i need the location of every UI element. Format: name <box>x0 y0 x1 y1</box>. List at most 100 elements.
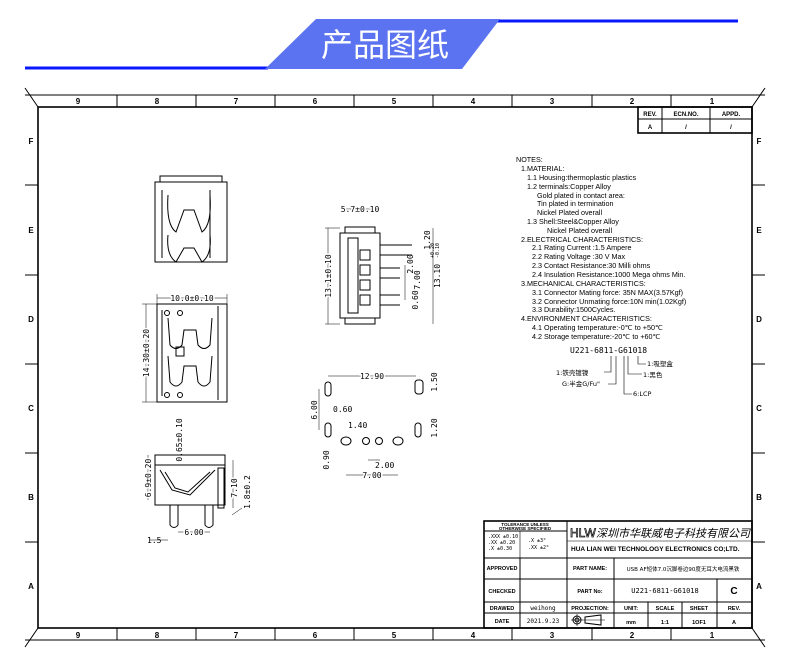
notes-line: Nickel Plated overall <box>537 208 603 217</box>
row-label: E <box>756 226 762 235</box>
notes-line: 4.2 Storage temperature:-20℃ to +60℃ <box>532 332 661 341</box>
legend-item: 1:铁壳镀镍 <box>556 368 589 377</box>
part-no-value: U221-6811-G61018 <box>631 587 698 595</box>
notes-line: 2.3 Contact Resistance:30 Milli ohms <box>532 261 651 270</box>
side-view: 6.9±0.20 0.65±0.10 7.10 1.8±0.2 6.00 1.5 <box>143 418 253 545</box>
notes-line: 3.MECHANICAL CHARACTERISTICS: <box>521 279 646 288</box>
front-view: 5.7±0.10 13.1±0.10 1.20 2.00 7.00 0.60 1… <box>323 204 442 325</box>
angle-tolerance: .X ±3° <box>528 538 546 544</box>
legend-item: 1:吸塑盒 <box>647 359 673 368</box>
dim-width: 10.0±0.10 <box>170 294 214 303</box>
top-view-upper <box>154 175 228 263</box>
notes-line: 4.ENVIRONMENT CHARACTERISTICS: <box>521 314 652 323</box>
drawed-label: DRAWED <box>490 606 514 612</box>
notes-line: 1.2 terminals:Copper Alloy <box>527 182 611 191</box>
angle-tolerance: .XX ±2° <box>528 545 549 551</box>
notes-line: 2.1 Rating Current :1.5 Ampere <box>532 243 631 252</box>
approved-label: APPROVED <box>487 566 518 572</box>
legend-item: G:半金G/Fu" <box>562 379 600 388</box>
column-label: 1 <box>710 631 715 640</box>
column-label: 3 <box>550 631 555 640</box>
revision-table: REV. ECN.NO. APPD. A / / <box>637 106 753 134</box>
notes-line: 2.4 Insulation Resistance:1000 Mega ohms… <box>532 270 685 279</box>
row-label: D <box>756 315 762 324</box>
scale-value: 1:1 <box>661 620 669 626</box>
part-name-label: PART NAME: <box>573 566 607 572</box>
dim-length: 14.30±0.20 <box>142 329 151 377</box>
dim-overall-height: 13.10 <box>433 264 442 288</box>
page-title: 产品图纸 <box>321 26 449 64</box>
dim-offset: 1.8±0.2 <box>243 475 252 509</box>
drawed-by: weihong <box>530 605 556 612</box>
column-label: 1 <box>710 97 715 106</box>
legend-item: 1:黑色 <box>643 370 663 379</box>
row-label: A <box>756 582 762 591</box>
header-banner <box>265 19 500 69</box>
tolerance-title: OTHERWISE SPECIFIED <box>499 526 552 531</box>
dim-footprint-span: 12.90 <box>360 372 384 381</box>
tolerance-title: TOLERANCE UNLESS <box>501 522 548 527</box>
row-label: B <box>28 493 34 502</box>
date-label: DATE <box>495 619 510 625</box>
row-label: D <box>28 315 34 324</box>
dim-pin-pitch: 6.00 <box>184 528 203 537</box>
row-label: A <box>28 582 34 591</box>
dim-tab-length: 1.50 <box>430 372 439 391</box>
notes-line: 2.2 Rating Voltage :30 V Max <box>532 252 626 261</box>
part-name-value: USB AF短体7.0沉脚卷边90度无耳大电流黑铁 <box>627 565 740 573</box>
top-view: 10.0±0.10 14.30±0.20 <box>141 293 228 403</box>
dim-front-height: 13.1±0.10 <box>324 254 333 298</box>
unit-label: UNIT: <box>624 606 638 612</box>
row-label: C <box>28 404 34 413</box>
dim-pad-length: 1.40 <box>348 421 367 430</box>
ecn-value: / <box>685 125 687 131</box>
column-label: 9 <box>76 97 81 106</box>
column-label: 6 <box>313 97 318 106</box>
projection-label: PROJECTION: <box>571 606 609 612</box>
notes-line: 3.3 Durability:1500Cycles. <box>532 305 616 314</box>
page-header: 产品图纸 <box>25 19 738 70</box>
part-revision: C <box>730 586 737 597</box>
column-label: 3 <box>550 97 555 106</box>
column-label: 8 <box>155 631 160 640</box>
column-label: 5 <box>392 631 397 640</box>
rev-value: A <box>648 125 653 131</box>
scale-label: SCALE <box>656 606 675 612</box>
row-label: F <box>29 137 34 146</box>
dim-height: 6.9±0.20 <box>144 459 153 498</box>
notes-block: NOTES: 1.MATERIAL: 1.1 Housing:thermopla… <box>516 155 686 341</box>
row-label: E <box>28 226 34 235</box>
sheet-value: 1OF1 <box>692 620 706 626</box>
dim-pin-spacing: 2.00 <box>406 254 415 273</box>
dim-tol-minus: -0.10 <box>435 243 441 258</box>
column-label: 5 <box>392 97 397 106</box>
ecn-header: ECN.NO. <box>673 112 698 118</box>
checked-label: CHECKED <box>488 589 515 595</box>
dim-pad-pitch: 2.00 <box>375 461 394 470</box>
dim-body: 7.10 <box>230 478 239 497</box>
dim-pin: 1.5 <box>147 536 162 545</box>
column-label: 4 <box>471 97 476 106</box>
notes-line: 3.2 Connector Unmating force:10N min(1.0… <box>532 297 686 306</box>
notes-line: Tin plated in termination <box>537 199 613 208</box>
unit-value: mm <box>626 620 636 626</box>
tolerance-value: .XXX ±0.10 <box>488 534 518 540</box>
sheet-label: SHEET <box>690 606 709 612</box>
rev-label: REV. <box>728 606 741 612</box>
title-block: TOLERANCE UNLESS OTHERWISE SPECIFIED .XX… <box>483 520 753 629</box>
notes-line: 4.1 Operating temperature:-0℃ to +50℃ <box>532 323 663 332</box>
dim-tab-pitch: 6.00 <box>310 400 319 419</box>
notes-line: Gold plated in contact area: <box>537 191 625 200</box>
company-logo: HLW <box>570 526 596 540</box>
pcb-footprint: 12.90 1.50 0.60 6.00 1.40 1.20 0.90 2.00… <box>310 371 439 482</box>
row-label: F <box>757 137 762 146</box>
appd-value: / <box>730 125 732 131</box>
column-label: 6 <box>313 631 318 640</box>
column-label: 8 <box>155 97 160 106</box>
appd-header: APPD. <box>722 112 741 118</box>
drawing-date: 2021.9.23 <box>527 618 560 625</box>
row-label: C <box>756 404 762 413</box>
company-name-cn: 深圳市华联威电子科技有限公司 <box>596 527 751 540</box>
column-label: 7 <box>234 631 239 640</box>
